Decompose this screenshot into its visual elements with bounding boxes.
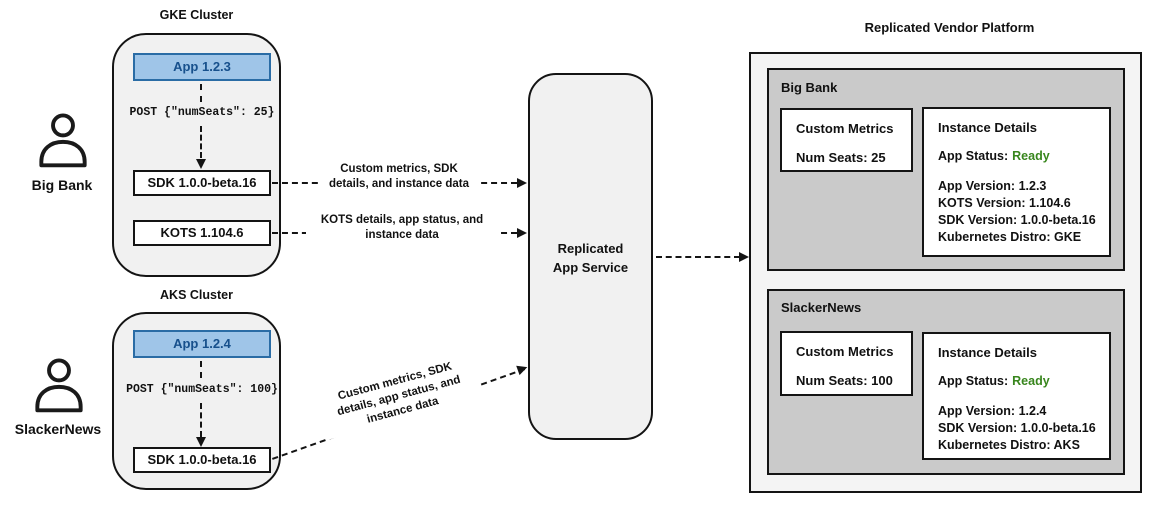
arrow-right-icon — [739, 252, 749, 262]
app-status-line: App Status:Ready — [938, 149, 1101, 163]
aks-sdk-to-service-label: Custom metrics, SDK details, app status,… — [316, 353, 482, 440]
app-status-value: Ready — [1012, 149, 1050, 163]
user-label: Big Bank — [31, 177, 93, 193]
detail-line: SDK Version: 1.0.0-beta.16 — [938, 421, 1096, 435]
instance-details-title: Instance Details — [938, 345, 1037, 360]
custom-metrics-card: Custom Metrics Num Seats: 100 — [780, 331, 913, 396]
detail-line: SDK Version: 1.0.0-beta.16 — [938, 213, 1096, 227]
num-seats-value: Num Seats: 100 — [796, 373, 893, 388]
app-status-line: App Status:Ready — [938, 374, 1101, 388]
arrow-down-icon — [196, 437, 206, 447]
detail-line: App Version: 1.2.3 — [938, 179, 1047, 193]
gke-post-line-top — [200, 84, 202, 102]
custom-metrics-title: Custom Metrics — [796, 344, 894, 359]
instance-details-card: Instance Details App Status:Ready App Ve… — [922, 107, 1111, 257]
custom-metrics-title: Custom Metrics — [796, 121, 894, 136]
num-seats-value: Num Seats: 25 — [796, 150, 886, 165]
user-icon — [39, 113, 87, 168]
detail-line: App Version: 1.2.4 — [938, 404, 1047, 418]
gke-kots-node: KOTS 1.104.6 — [133, 220, 271, 246]
gke-post-label: POST {"numSeats": 25} — [129, 106, 275, 119]
gke-sdk-node: SDK 1.0.0-beta.16 — [133, 170, 271, 196]
aks-post-line-top — [200, 361, 202, 378]
aks-post-line-bottom — [200, 403, 202, 437]
aks-sdk-node: SDK 1.0.0-beta.16 — [133, 447, 271, 473]
gke-app-node: App 1.2.3 — [133, 53, 271, 81]
customer-panel-heading: Big Bank — [781, 80, 838, 95]
service-to-platform-line — [656, 256, 740, 258]
replicated-app-service-box — [528, 73, 653, 440]
arrow-right-icon — [517, 228, 527, 238]
instance-details-card: Instance Details App Status:Ready App Ve… — [922, 332, 1111, 460]
aks-cluster-title: AKS Cluster — [160, 288, 233, 302]
user-label: SlackerNews — [14, 421, 102, 437]
gke-post-line-bottom — [200, 126, 202, 158]
app-status-label: App Status: — [938, 149, 1009, 163]
arrow-down-icon — [196, 159, 206, 169]
detail-line: Kubernetes Distro: GKE — [938, 230, 1082, 244]
user-icon — [35, 358, 83, 413]
vendor-platform-title: Replicated Vendor Platform — [864, 20, 1035, 35]
detail-line: KOTS Version: 1.104.6 — [938, 196, 1071, 210]
sdk-to-service-label: Custom metrics, SDK details, and instanc… — [318, 161, 480, 193]
aks-post-label: POST {"numSeats": 100} — [126, 383, 278, 396]
aks-app-node: App 1.2.4 — [133, 330, 271, 358]
app-status-value: Ready — [1012, 374, 1050, 388]
kots-to-service-label: KOTS details, app status, and instance d… — [306, 212, 498, 244]
instance-detail-lines: App Version: 1.2.4 SDK Version: 1.0.0-be… — [938, 403, 1101, 454]
instance-detail-lines: App Version: 1.2.3 KOTS Version: 1.104.6… — [938, 178, 1101, 246]
detail-line: Kubernetes Distro: AKS — [938, 438, 1080, 452]
instance-details-title: Instance Details — [938, 120, 1037, 135]
app-status-label: App Status: — [938, 374, 1009, 388]
arrow-right-icon — [517, 178, 527, 188]
replicated-app-service-label: Replicated App Service — [552, 241, 629, 275]
gke-cluster-title: GKE Cluster — [159, 8, 234, 22]
customer-panel-heading: SlackerNews — [781, 300, 862, 315]
custom-metrics-card: Custom Metrics Num Seats: 25 — [780, 108, 913, 172]
